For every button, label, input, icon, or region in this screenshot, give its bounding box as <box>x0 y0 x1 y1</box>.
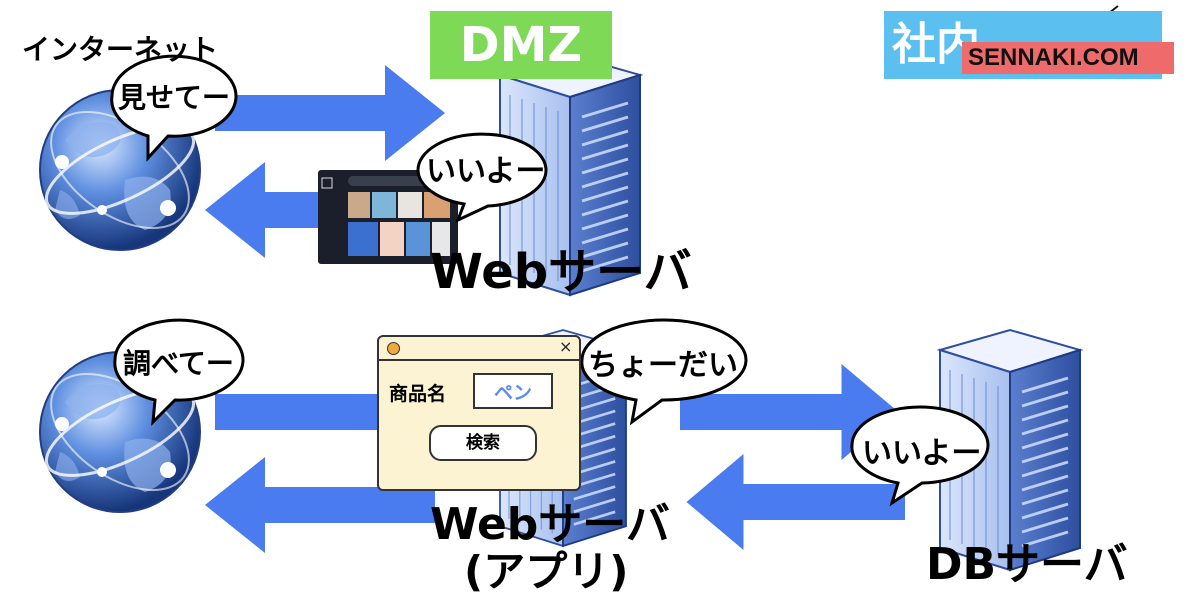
app-request-bubble-text: ちょーだい <box>588 348 738 383</box>
app-server-label: Webサーバ <box>430 499 670 550</box>
product-name-label: 商品名 <box>389 383 447 405</box>
dmz-label: DMZ <box>430 11 612 79</box>
search-form-window: × 商品名 ペン 検索 <box>377 335 581 491</box>
db-server-label: DBサーバ <box>926 539 1128 590</box>
internet-label: インターネット <box>22 33 219 66</box>
window-titlebar <box>379 337 579 361</box>
search-button[interactable]: 検索 <box>429 425 537 461</box>
web-server-label: Webサーバ <box>430 244 692 300</box>
product-name-input[interactable]: ペン <box>473 373 553 409</box>
db-reply-bubble-text: いいよー <box>862 436 982 471</box>
reply-bubble-text: いいよー <box>426 154 546 189</box>
request-bubble-text: 見せてー <box>118 81 231 114</box>
search-request-bubble-text: 調べてー <box>123 347 234 380</box>
app-server-sublabel: (アプリ) <box>464 547 629 596</box>
logo-accent-strip <box>962 42 1174 74</box>
close-icon[interactable]: × <box>559 337 573 356</box>
logo-text: SENNAKI.COM <box>968 44 1139 71</box>
window-dot-icon <box>387 342 400 355</box>
